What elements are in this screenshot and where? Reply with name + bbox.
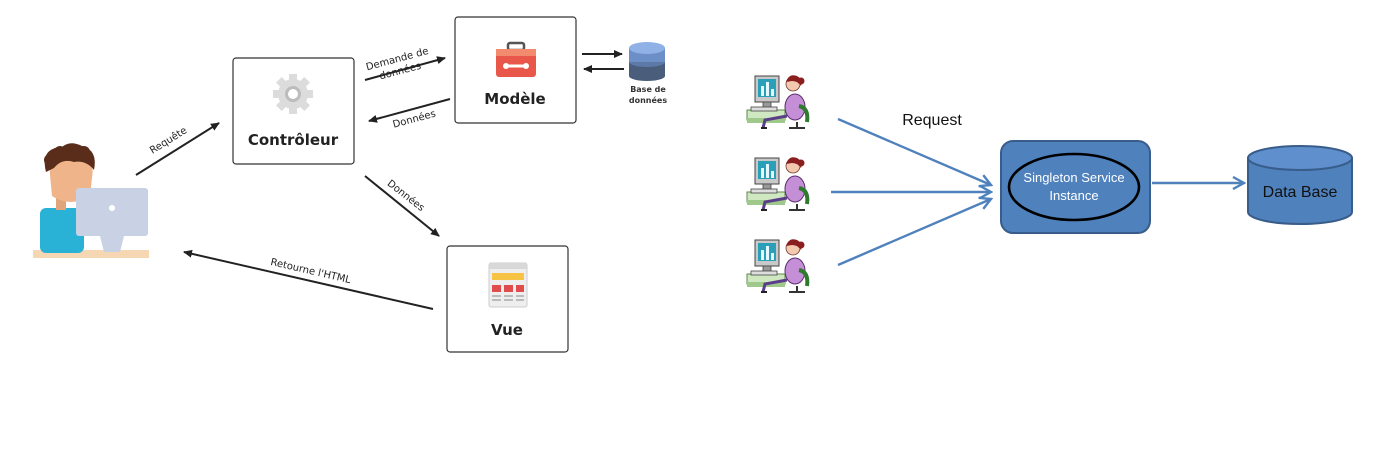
database-label-line-2: données bbox=[629, 95, 667, 105]
arrow-data-request bbox=[364, 56, 446, 81]
view-node: Vue bbox=[446, 245, 569, 353]
client-user-icon-1 bbox=[745, 73, 810, 130]
model-label: Modèle bbox=[484, 90, 545, 108]
arrow-return-html bbox=[183, 249, 434, 310]
arrow-request bbox=[135, 122, 220, 176]
arrow-data-to-view bbox=[364, 175, 440, 237]
data-base-label: Data Base bbox=[1263, 184, 1338, 201]
data-base-node: Data Base bbox=[1247, 145, 1353, 225]
gear-icon bbox=[273, 74, 313, 114]
arrow-client-1-to-service bbox=[837, 117, 991, 185]
arrow-client-3-to-service bbox=[837, 199, 991, 267]
edge-label-request: Requête bbox=[148, 124, 190, 156]
database-icon bbox=[629, 42, 665, 81]
edge-label-data-back: Données bbox=[391, 108, 437, 131]
singleton-service-label-2: Instance bbox=[1049, 188, 1098, 203]
database-label-line-1: Base de bbox=[630, 85, 666, 94]
request-label: Request bbox=[902, 112, 962, 129]
controller-node: Contrôleur bbox=[232, 57, 355, 165]
client-user-icon-3 bbox=[745, 237, 810, 294]
singleton-service-node: Singleton Service Instance bbox=[1000, 140, 1151, 234]
singleton-service-label-1: Singleton Service bbox=[1023, 170, 1124, 185]
view-label: Vue bbox=[491, 321, 523, 339]
web-page-icon bbox=[488, 262, 528, 308]
user-illustration bbox=[33, 143, 149, 258]
model-node: Modèle bbox=[454, 16, 577, 124]
arrow-data-back bbox=[368, 98, 451, 123]
controller-label: Contrôleur bbox=[248, 131, 339, 149]
toolbox-icon bbox=[496, 41, 536, 77]
client-user-icon-2 bbox=[745, 155, 810, 212]
